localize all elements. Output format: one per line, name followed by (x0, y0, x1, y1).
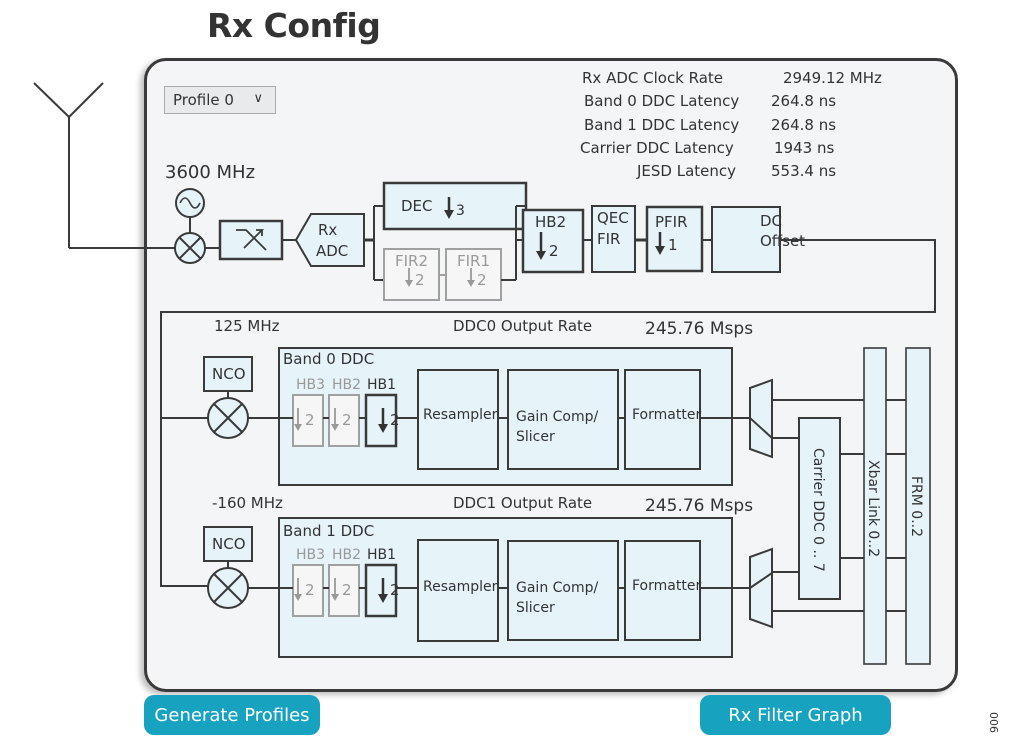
qec-label-1: QEC (597, 209, 629, 227)
chevron-down-icon: ∨ (253, 91, 263, 106)
band0-hb2-label: HB2 (332, 377, 361, 393)
band1-resampler-label: Resampler (423, 579, 498, 595)
band1-gain-label-2: Slicer (516, 600, 555, 616)
frm-label: FRM 0..2 (908, 476, 924, 537)
band1-output-rate-label: DDC1 Output Rate (453, 494, 592, 512)
band0-output-rate-value: 245.76 Msps (645, 319, 753, 339)
qec-label-2: FIR (597, 230, 620, 248)
antenna-icon (33, 82, 175, 249)
figure-number: 006 (987, 712, 1000, 733)
pfir-block (645, 205, 704, 273)
stat-label-band0-latency: Band 0 DDC Latency (584, 92, 740, 110)
band0-hb2-factor: 2 (342, 411, 352, 429)
pfir-factor: 1 (668, 236, 678, 254)
hb2-factor: 2 (549, 242, 559, 260)
hb2-label: HB2 (535, 213, 566, 231)
fir2-label: FIR2 (395, 252, 428, 270)
band1-ddc (203, 517, 750, 658)
stat-label-band1-latency: Band 1 DDC Latency (584, 116, 740, 134)
band1-hb2-label: HB2 (332, 547, 361, 563)
band0-formatter-label: Formatter (632, 407, 701, 423)
band0-hb1-label: HB1 (367, 377, 396, 393)
band0-name: Band 0 DDC (283, 350, 374, 368)
stat-value-jesd-latency: 553.4 ns (771, 162, 837, 180)
band1-hb3-factor: 2 (305, 581, 315, 599)
rx-filter-graph-button[interactable]: Rx Filter Graph (700, 695, 891, 735)
band1-hb1-label: HB1 (367, 547, 396, 563)
stat-value-band0-latency: 264.8 ns (771, 92, 837, 110)
band1-output-rate-value: 245.76 Msps (645, 496, 753, 516)
mixer-icon (174, 232, 206, 264)
hb2-block (521, 208, 585, 274)
carrier-ddc-block (798, 417, 841, 600)
dc-label-2: Offset (760, 232, 805, 250)
decimate-arrow-icon (444, 197, 454, 219)
lo-frequency: 3600 MHz (165, 162, 255, 183)
band0-hb3-label: HB3 (296, 377, 325, 393)
dc-label-1: DC (760, 212, 782, 230)
fir1-label: FIR1 (457, 252, 490, 270)
stat-label-carrier-latency: Carrier DDC Latency (580, 139, 734, 157)
stat-value-carrier-latency: 1943 ns (774, 139, 835, 157)
band1-hb2-factor: 2 (342, 581, 352, 599)
band0-gain-label-1: Gain Comp/ (516, 409, 599, 425)
frm-block (905, 347, 931, 665)
fir2-factor: 2 (415, 271, 425, 289)
adc-label-2: ADC (316, 242, 348, 260)
page-title: Rx Config (207, 6, 381, 45)
band0-nco-frequency: 125 MHz (214, 317, 280, 335)
pfir-label: PFIR (655, 213, 688, 231)
band1-nco-label: NCO (212, 535, 246, 553)
dec-factor: 3 (456, 203, 465, 219)
stat-value-band1-latency: 264.8 ns (771, 116, 837, 134)
profile-dropdown[interactable]: Profile 0 ∨ (164, 86, 276, 114)
stat-label-adc-clock: Rx ADC Clock Rate (582, 69, 724, 87)
carrier-ddc-label: Carrier DDC 0 .. 7 (810, 448, 826, 572)
stat-value-adc-clock: 2949.12 MHz (783, 69, 882, 87)
band0-ddc (203, 347, 750, 486)
band0-hb1-factor: 2 (390, 411, 400, 429)
xbar-link-label: Xbar Link 0..2 (865, 460, 881, 557)
xbar-link-block (863, 347, 887, 665)
band0-resampler-label: Resampler (423, 407, 498, 423)
generate-profiles-button[interactable]: Generate Profiles (144, 695, 320, 735)
band1-nco-frequency: -160 MHz (212, 494, 283, 512)
fir1-factor: 2 (477, 271, 487, 289)
band0-gain-label-2: Slicer (516, 429, 555, 445)
band1-name: Band 1 DDC (283, 522, 374, 540)
stat-label-jesd-latency: JESD Latency (637, 162, 737, 180)
band0-hb3-factor: 2 (305, 411, 315, 429)
band0-output-rate-label: DDC0 Output Rate (453, 317, 592, 335)
demux0-icon (749, 378, 773, 459)
profile-dropdown-value: Profile 0 (173, 91, 234, 109)
band0-nco-label: NCO (212, 365, 246, 383)
band1-formatter-label: Formatter (632, 578, 701, 594)
demux1-icon (749, 547, 773, 629)
band1-hb1-factor: 2 (390, 581, 400, 599)
adc-label-1: Rx (318, 221, 337, 239)
dec-label: DEC (401, 197, 433, 215)
fir2-block (383, 248, 440, 301)
band1-gain-label-1: Gain Comp/ (516, 580, 599, 596)
band1-hb3-label: HB3 (296, 547, 325, 563)
